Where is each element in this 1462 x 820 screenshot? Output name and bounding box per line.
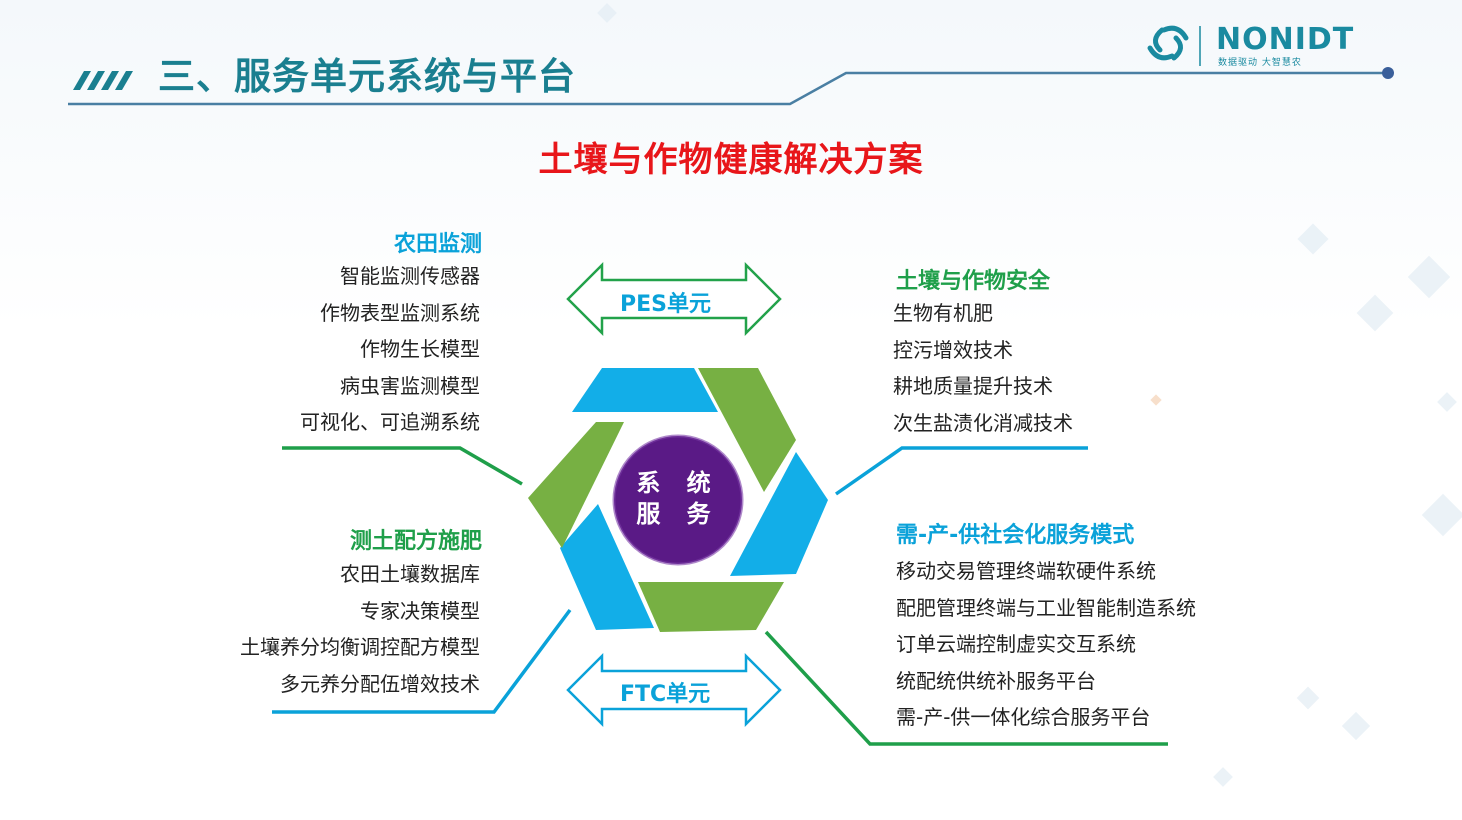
- list-item: 订单云端控制虚实交互系统: [896, 632, 1136, 656]
- list-item: 生物有机肥: [893, 301, 993, 325]
- list-item: 土壤养分均衡调控配方模型: [240, 635, 480, 659]
- list-soil-crop-safety: 生物有机肥 控污增效技术 耕地质量提升技术 次生盐渍化消减技术: [893, 295, 1073, 441]
- list-soil-fertilization: 农田土壤数据库 专家决策模型 土壤养分均衡调控配方模型 多元养分配伍增效技术: [160, 556, 480, 702]
- list-item: 统配统供统补服务平台: [896, 668, 1096, 693]
- segment-top-left: [572, 368, 718, 412]
- header-slash-icon: [73, 71, 133, 90]
- segment-left: [528, 422, 624, 548]
- section-title-farmland-monitoring: 农田监测: [393, 232, 482, 257]
- center-circle: [614, 436, 742, 564]
- list-service-mode: 移动交易管理终端软硬件系统 配肥管理终端与工业智能制造系统 订单云端控制虚实交互…: [896, 553, 1196, 736]
- connector-top-right: [834, 446, 1088, 496]
- list-item: 多元养分配伍增效技术: [280, 671, 480, 696]
- header-underline-dot: [1382, 67, 1394, 79]
- ftc-unit-label: FTC单元: [620, 682, 711, 707]
- list-item: 次生盐渍化消减技术: [893, 410, 1073, 435]
- section-title-soil-crop-safety: 土壤与作物安全: [896, 269, 1051, 294]
- center-label-line2: 服 务: [636, 500, 720, 528]
- center-label: 系 统 服 务: [612, 468, 744, 530]
- list-item: 智能监测传感器: [340, 264, 480, 288]
- header-decoration: [68, 25, 1394, 106]
- list-item: 病虫害监测模型: [340, 373, 480, 398]
- segment-bottom-left: [560, 504, 654, 630]
- logo-tagline: 数据驱动 大智慧农: [1218, 58, 1302, 68]
- connector-bottom-left: [272, 608, 572, 714]
- list-item: 控污增效技术: [893, 337, 1013, 362]
- ftc-double-arrow: [566, 652, 782, 728]
- hexagon-segments: [528, 368, 828, 632]
- connector-bottom-right: [764, 630, 1168, 746]
- connector-top-left: [282, 446, 523, 486]
- page-title: 三、服务单元系统与平台: [158, 55, 576, 98]
- list-item: 作物生长模型: [360, 337, 480, 361]
- list-item: 配肥管理终端与工业智能制造系统: [896, 595, 1196, 620]
- logo-icon: [1147, 25, 1189, 61]
- list-item: 可视化、可追溯系统: [300, 410, 480, 434]
- pes-unit-label: PES单元: [620, 292, 711, 317]
- section-title-service-mode: 需-产-供社会化服务模式: [896, 523, 1135, 548]
- header-underline: [68, 71, 1388, 106]
- section-title-soil-fertilization: 测土配方施肥: [349, 529, 482, 554]
- list-item: 需-产-供一体化综合服务平台: [896, 705, 1151, 729]
- segment-bottom: [638, 582, 784, 632]
- list-item: 耕地质量提升技术: [893, 374, 1053, 398]
- list-item: 作物表型监测系统: [320, 300, 480, 325]
- segment-right: [730, 452, 828, 576]
- logo-text: NONIDT: [1216, 22, 1355, 57]
- center-label-line1: 系 统: [636, 469, 720, 497]
- list-item: 农田土壤数据库: [340, 562, 480, 586]
- segment-top-right: [698, 368, 796, 492]
- main-title: 土壤与作物健康解决方案: [538, 140, 924, 180]
- list-item: 专家决策模型: [360, 598, 480, 623]
- list-farmland-monitoring: 智能监测传感器 作物表型监测系统 作物生长模型 病虫害监测模型 可视化、可追溯系…: [180, 258, 480, 441]
- list-item: 移动交易管理终端软硬件系统: [896, 559, 1156, 583]
- pes-double-arrow: [566, 261, 782, 337]
